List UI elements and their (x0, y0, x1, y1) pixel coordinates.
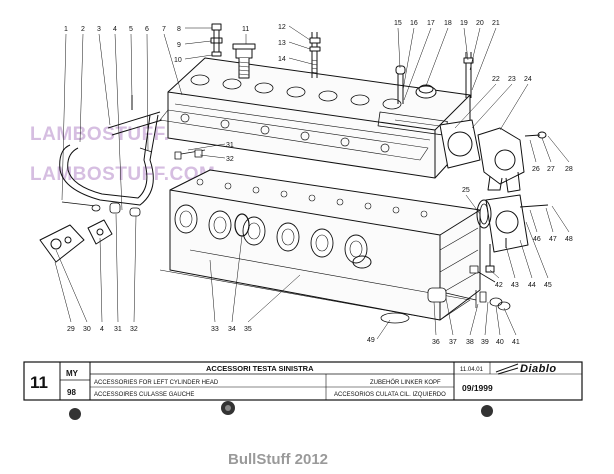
model-year-label: MY (66, 369, 79, 378)
callout-32: 32 (130, 326, 138, 333)
callout-38: 38 (466, 339, 474, 346)
callout-39: 39 (481, 339, 489, 346)
title-german: ZUBEHÖR LINKER KOPF (370, 379, 441, 386)
footer-credit: BullStuff 2012 (228, 451, 328, 468)
callout-21: 21 (492, 20, 500, 27)
title-main: ACCESSORI TESTA SINISTRA (206, 364, 314, 373)
callout-37: 37 (449, 339, 457, 346)
publication-date: 09/1999 (462, 383, 493, 393)
callout-1: 1 (64, 26, 68, 33)
callout-3: 3 (97, 26, 101, 33)
callout-22: 22 (492, 76, 500, 83)
callout-2: 2 (81, 26, 85, 33)
callout-26: 26 (532, 166, 540, 173)
callout-31-upper: 31 (226, 142, 234, 149)
parts-drawing (39, 23, 549, 324)
callout-31: 31 (114, 326, 122, 333)
callout-13: 13 (278, 40, 286, 47)
drain-fittings (427, 265, 511, 311)
callout-32-upper: 32 (226, 156, 234, 163)
callout-40: 40 (496, 339, 504, 346)
cover-bolts-left (210, 23, 223, 57)
callout-numbers: 1 2 3 4 5 6 7 8 9 10 11 12 13 14 15 16 1… (64, 20, 573, 346)
callout-29: 29 (67, 326, 75, 333)
o-ring-lower (352, 255, 372, 269)
callout-7: 7 (162, 26, 166, 33)
callout-49: 49 (367, 337, 375, 344)
callout-11: 11 (242, 26, 249, 33)
callout-41: 41 (512, 339, 520, 346)
callout-6: 6 (145, 26, 149, 33)
callout-42: 42 (495, 282, 503, 289)
head-gasket (159, 249, 471, 321)
callout-43: 43 (511, 282, 519, 289)
callout-15: 15 (394, 20, 402, 27)
callout-35: 35 (244, 326, 252, 333)
callout-5: 5 (129, 26, 133, 33)
callout-17: 17 (427, 20, 435, 27)
callout-9: 9 (177, 42, 181, 49)
cover-studs-right (395, 52, 474, 104)
callout-4-lower: 4 (100, 326, 104, 333)
callout-18: 18 (444, 20, 452, 27)
callout-25: 25 (462, 187, 470, 194)
cover-gasket (159, 109, 429, 161)
pipe-flange (39, 219, 113, 263)
water-outlet-housing (439, 119, 547, 193)
callout-24: 24 (524, 76, 532, 83)
brand-logo-mark (495, 363, 519, 375)
callout-48: 48 (565, 236, 573, 243)
callout-47: 47 (549, 236, 557, 243)
side-cover (476, 194, 549, 273)
title-english: ACCESSORIES FOR LEFT CYLINDER HEAD (94, 380, 219, 386)
callout-4: 4 (113, 26, 117, 33)
callout-19: 19 (460, 20, 468, 27)
oil-filler-cap (232, 43, 256, 79)
small-hardware (61, 147, 206, 217)
model-year-value: 98 (67, 388, 76, 397)
title-french: ACCESSOIRES CULASSE GAUCHE (94, 392, 194, 398)
callout-44: 44 (528, 282, 536, 289)
callout-27: 27 (547, 166, 555, 173)
brand-logo-text: Diablo (520, 363, 557, 375)
section-code: 11.04.01 (460, 367, 484, 373)
title-spanish: ACCESORIOS CULATA CIL. IZQUIERDO (334, 392, 446, 398)
callout-14: 14 (278, 56, 286, 63)
o-ring-49 (380, 312, 410, 324)
callout-30: 30 (83, 326, 91, 333)
callout-12: 12 (278, 24, 286, 31)
callout-20: 20 (476, 20, 484, 27)
callout-34: 34 (228, 326, 236, 333)
callout-45: 45 (544, 282, 552, 289)
watermark-line-2: LAMBOSTUFF.COM (30, 164, 215, 185)
callout-8: 8 (177, 26, 181, 33)
title-block-frame (23, 361, 583, 401)
leader-lines (54, 25, 570, 340)
callout-16: 16 (410, 20, 418, 27)
callout-28: 28 (565, 166, 573, 173)
callout-10: 10 (174, 57, 182, 64)
callout-23: 23 (508, 76, 516, 83)
title-block: 11 MY 98 ACCESSORI TESTA SINISTRA ACCESS… (23, 361, 583, 401)
callout-33: 33 (211, 326, 219, 333)
callout-36: 36 (432, 339, 440, 346)
callout-46: 46 (533, 236, 541, 243)
page-number: 11 (30, 373, 48, 392)
binder-holes (69, 401, 493, 420)
